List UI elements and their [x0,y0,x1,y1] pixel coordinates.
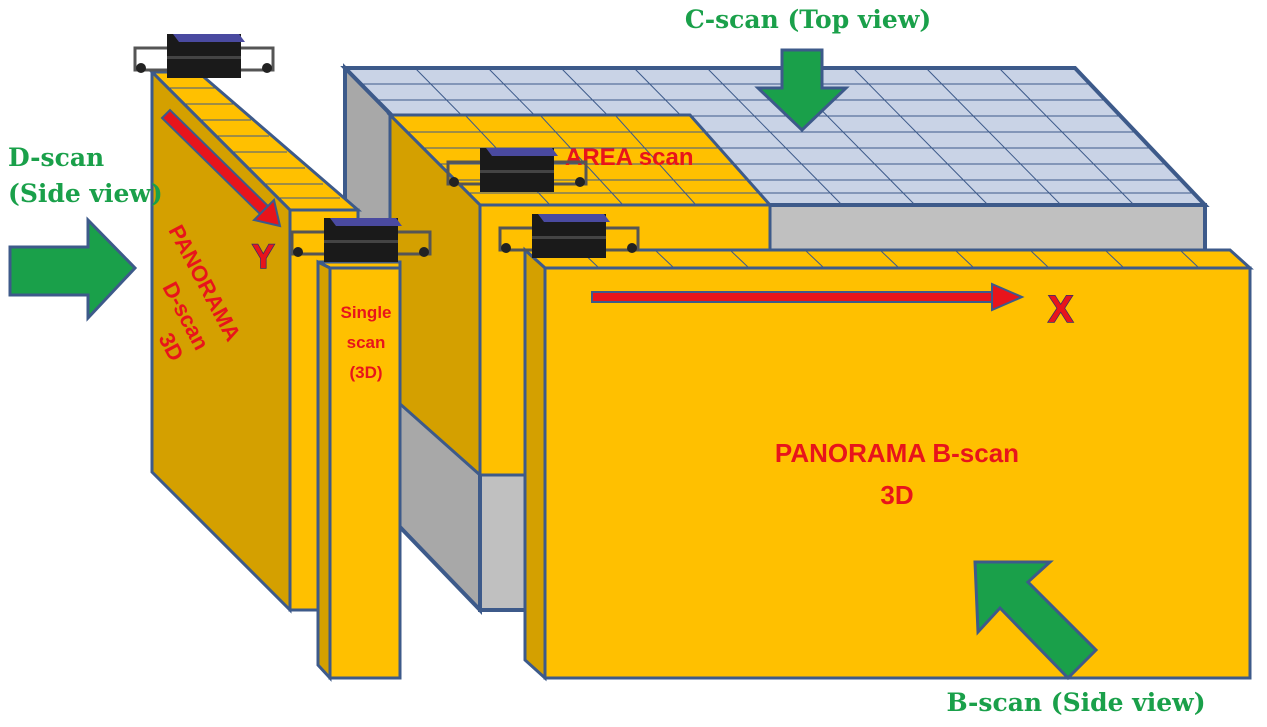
y-axis-arrow-icon [160,108,282,228]
single-scan-label-line1: Single [340,303,391,322]
x-axis-arrow-icon [591,282,1025,312]
d-scan-arrow-icon [8,216,138,322]
d-scan-label-line2: (Side view) [8,179,163,208]
scanner-device-icon [446,148,588,192]
area-scan-label: AREA scan [565,144,693,171]
panorama-b-scan-block: PANORAMA B-scan 3D [521,246,1254,682]
c-scan-arrow-icon [754,48,850,133]
panorama-b-label-line2: 3D [880,480,913,510]
single-scan-block: Single scan (3D) [316,259,402,682]
single-scan-label-line3: (3D) [349,363,382,382]
panorama-b-label-line1: PANORAMA B-scan [775,438,1019,468]
scanner-device-icon [133,34,275,78]
scanner-device-icon [290,218,432,262]
c-scan-label: C-scan (Top view) [685,5,931,34]
x-axis-label: X [1048,289,1074,331]
d-scan-label-line1: D-scan [8,143,104,172]
scanner-device-icon [498,214,640,258]
y-axis-label: Y [252,238,275,276]
single-scan-label-line2: scan [347,333,386,352]
b-scan-arrow-icon [973,560,1099,681]
b-scan-label: B-scan (Side view) [946,688,1205,717]
